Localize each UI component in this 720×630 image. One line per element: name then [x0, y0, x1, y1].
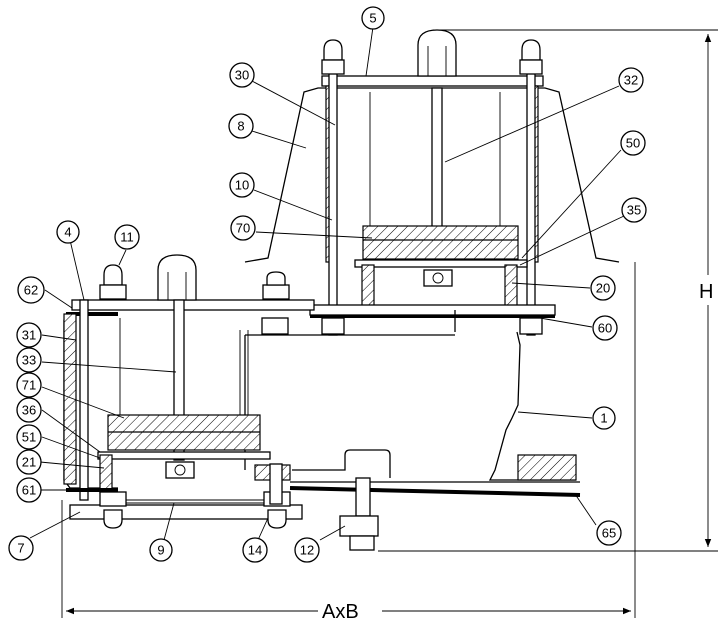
- callout-35: 35: [621, 197, 647, 223]
- width-label: AxB: [322, 601, 359, 623]
- small-pallet-assembly: [63, 254, 315, 529]
- callout-20: 20: [590, 275, 616, 301]
- svg-text:11: 11: [120, 230, 134, 245]
- callout-1: 1: [592, 406, 616, 430]
- callout-36: 36: [16, 397, 42, 423]
- svg-text:32: 32: [624, 73, 638, 88]
- svg-text:9: 9: [157, 543, 164, 558]
- svg-text:51: 51: [22, 430, 36, 445]
- svg-text:71: 71: [22, 378, 36, 393]
- svg-text:1: 1: [600, 411, 607, 426]
- callout-5: 5: [361, 6, 385, 30]
- callout-50: 50: [620, 130, 646, 156]
- svg-text:61: 61: [22, 483, 36, 498]
- callout-71: 71: [16, 372, 42, 398]
- svg-text:5: 5: [369, 11, 376, 26]
- svg-text:14: 14: [248, 543, 262, 558]
- leader-lines: [29, 26, 625, 541]
- svg-text:21: 21: [22, 455, 36, 470]
- callout-9: 9: [149, 538, 173, 562]
- callout-8: 8: [228, 113, 254, 139]
- svg-text:8: 8: [237, 119, 244, 134]
- callout-51: 51: [16, 424, 42, 450]
- callout-12: 12: [294, 537, 320, 563]
- callout-7: 7: [8, 535, 34, 561]
- callout-61: 61: [16, 477, 42, 503]
- callout-10: 10: [229, 172, 255, 198]
- svg-text:62: 62: [24, 283, 38, 298]
- callout-31: 31: [16, 322, 42, 348]
- svg-text:12: 12: [300, 543, 314, 558]
- svg-text:30: 30: [235, 68, 249, 83]
- height-label: H: [699, 281, 713, 303]
- svg-text:10: 10: [235, 178, 249, 193]
- svg-text:31: 31: [22, 328, 36, 343]
- callout-33: 33: [16, 347, 42, 373]
- svg-text:33: 33: [22, 353, 36, 368]
- callout-bubbles: 5 30 32 8 50 10 35 70 20 60 1 4 11 62 31…: [8, 6, 647, 563]
- svg-text:20: 20: [596, 281, 610, 296]
- dimension-height: H: [378, 29, 718, 552]
- callout-21: 21: [16, 449, 42, 475]
- callout-32: 32: [618, 67, 644, 93]
- svg-text:36: 36: [22, 403, 36, 418]
- callout-65: 65: [596, 520, 622, 546]
- valve-body: [244, 310, 581, 551]
- callout-70: 70: [230, 215, 256, 241]
- callout-30: 30: [229, 62, 255, 88]
- svg-text:7: 7: [17, 541, 24, 556]
- svg-text:35: 35: [627, 203, 641, 218]
- dimension-width: AxB: [61, 262, 636, 623]
- svg-text:60: 60: [598, 321, 612, 336]
- svg-text:50: 50: [626, 136, 640, 151]
- callout-4: 4: [56, 220, 80, 244]
- callout-60: 60: [592, 315, 618, 341]
- callout-62: 62: [17, 276, 45, 304]
- svg-text:70: 70: [236, 221, 250, 236]
- callout-11: 11: [114, 224, 140, 250]
- callout-14: 14: [242, 537, 268, 563]
- svg-text:65: 65: [602, 526, 616, 541]
- svg-text:4: 4: [64, 225, 71, 240]
- large-pallet-assembly: [244, 29, 620, 336]
